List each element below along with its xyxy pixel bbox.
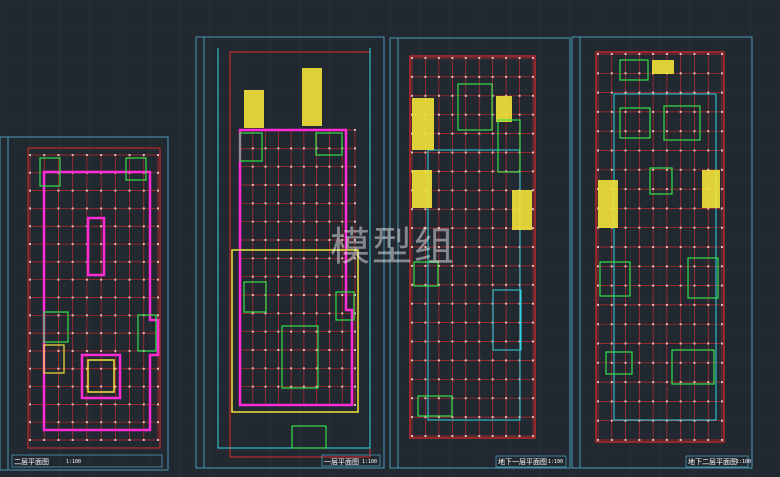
sheet-basement-2-plan[interactable]: [571, 36, 753, 469]
sheet-binding-strip: [571, 36, 581, 469]
plan-outline: [27, 147, 161, 449]
sheet-scale: 1:100: [66, 459, 82, 465]
ramp-hatch: [244, 90, 264, 128]
parking-hatch: [652, 60, 674, 74]
sheet-frame: [571, 36, 753, 469]
sheet-scale: 1:100: [362, 459, 378, 465]
sheet-title: 地下二层平面图: [688, 458, 737, 466]
sheet-title: 地下一层平面图: [498, 458, 547, 466]
sheet-frame: [195, 36, 385, 469]
sheet-basement-1-plan[interactable]: [389, 37, 571, 469]
drive-aisle: [613, 93, 717, 421]
atrium-void: [86, 216, 106, 277]
title-block: [495, 455, 567, 468]
parking-hatch: [412, 170, 432, 208]
plan-outline: [595, 51, 725, 443]
parking-hatch: [702, 170, 720, 208]
sheet-binding-strip: [195, 36, 205, 469]
building-boundary: [42, 170, 160, 432]
sheet-scale: 1:100: [548, 459, 564, 465]
sheet-title: 一层平面图: [324, 458, 359, 466]
column-grid: [597, 53, 723, 441]
sheet-first-floor-plan[interactable]: [195, 36, 385, 469]
building-boundary: [238, 128, 354, 407]
title-block: [685, 455, 749, 468]
drive-aisle: [427, 149, 521, 421]
core-stair-cluster: [599, 59, 719, 385]
sheet-binding-strip: [0, 136, 9, 471]
title-block: [11, 454, 163, 468]
sheet-binding-strip: [389, 37, 399, 469]
atrium-void: [80, 353, 122, 400]
podium-outline: [231, 249, 359, 413]
escalator-zone: [87, 359, 115, 393]
core-stair-cluster: [39, 157, 157, 374]
ramp-loop: [492, 289, 522, 351]
parking-hatch: [598, 180, 618, 228]
column-grid: [239, 129, 356, 406]
title-block: [321, 454, 381, 467]
core-stair-cluster: [413, 83, 521, 417]
parking-hatch: [412, 98, 434, 150]
sheet-second-floor-plan[interactable]: [0, 136, 169, 471]
plan-outline: [409, 55, 536, 439]
parking-hatch: [512, 190, 532, 230]
sheet-title: 二层平面图: [14, 458, 49, 466]
core-stair-cluster: [239, 132, 355, 449]
parking-hatch: [496, 96, 512, 122]
sheet-scale: 1:100: [736, 459, 752, 465]
ramp-hatch: [302, 68, 322, 126]
